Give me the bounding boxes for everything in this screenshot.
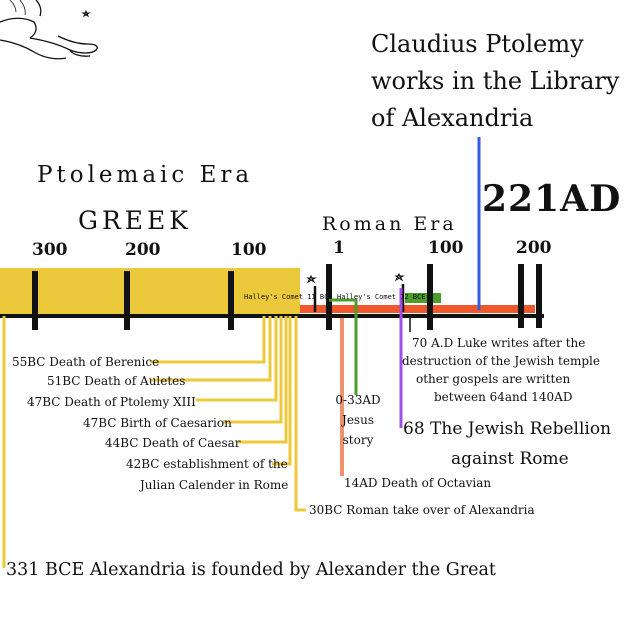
rebellion-line-1: 68 The Jewish Rebellion [403, 419, 612, 439]
event-julian-1: 42BC establishment of the [126, 457, 288, 471]
comet-markers [306, 272, 405, 312]
ptolemy-note-line-2: works in the Library [371, 67, 620, 95]
event-ptolemy-xiii: 47BC Death of Ptolemy XIII [27, 395, 196, 409]
luke-line-4: between 64and 140AD [434, 390, 573, 404]
ptolemy-note-line-1: Claudius Ptolemy [371, 30, 584, 58]
tick-label-200ad: 200 [516, 238, 552, 258]
tick-label-100: 100 [231, 240, 267, 260]
event-lines [2, 316, 306, 568]
greek-label: GREEK [78, 206, 192, 235]
luke-line-3: other gospels are written [416, 372, 571, 386]
ptolemy-note-line-3: of Alexandria [371, 104, 534, 132]
comet-label-bce: Halley's Comet 11 BCE [244, 293, 333, 301]
jesus-line-2: Jesus [342, 413, 374, 427]
ptolemy-note: Claudius Ptolemy works in the Library of… [371, 26, 619, 137]
event-octavian: 14AD Death of Octavian [344, 476, 492, 490]
comet-label-ad: Halley's Comet 12 BCE [337, 293, 426, 301]
sketch-illustration [0, 0, 98, 60]
jesus-line-1: 0-33AD [335, 393, 381, 407]
tick-label-200: 200 [125, 240, 161, 260]
green-band [405, 293, 441, 303]
jesus-line-3: story [342, 433, 374, 447]
event-auletes: 51BC Death of Auletes [47, 374, 186, 388]
year-221-label: 221AD [482, 178, 622, 220]
tick-label-300: 300 [32, 240, 68, 260]
event-caesar: 44BC Death of Caesar [105, 436, 241, 450]
luke-line-1: 70 A.D Luke writes after the [412, 336, 586, 350]
event-caesarion: 47BC Birth of Caesarion [83, 416, 232, 430]
rebellion-line-2: against Rome [451, 449, 569, 469]
luke-line-2: destruction of the Jewish temple [402, 354, 600, 368]
event-roman-takeover: 30BC Roman take over of Alexandria [309, 503, 535, 517]
event-jesus: 0-33AD Jesus story [330, 390, 386, 450]
event-berenice: 55BC Death of Berenice [12, 355, 160, 369]
jesus-line [329, 298, 358, 395]
ptolemaic-era-label: Ptolemaic Era [37, 162, 254, 188]
event-rebellion: 68 The Jewish Rebellion against Rome [403, 414, 611, 474]
event-alexandria-founded: 331 BCE Alexandria is founded by Alexand… [6, 560, 496, 580]
tick-marks [32, 264, 542, 330]
event-julian-2: Julian Calender in Rome [140, 478, 289, 492]
roman-era-label: Roman Era [322, 213, 457, 235]
tick-label-100ad: 100 [428, 238, 464, 258]
event-luke: 70 A.D Luke writes after the destruction… [402, 334, 600, 406]
tick-label-1: 1 [333, 238, 345, 258]
ptolemaic-era-band [0, 268, 300, 316]
roman-era-band [300, 305, 535, 313]
